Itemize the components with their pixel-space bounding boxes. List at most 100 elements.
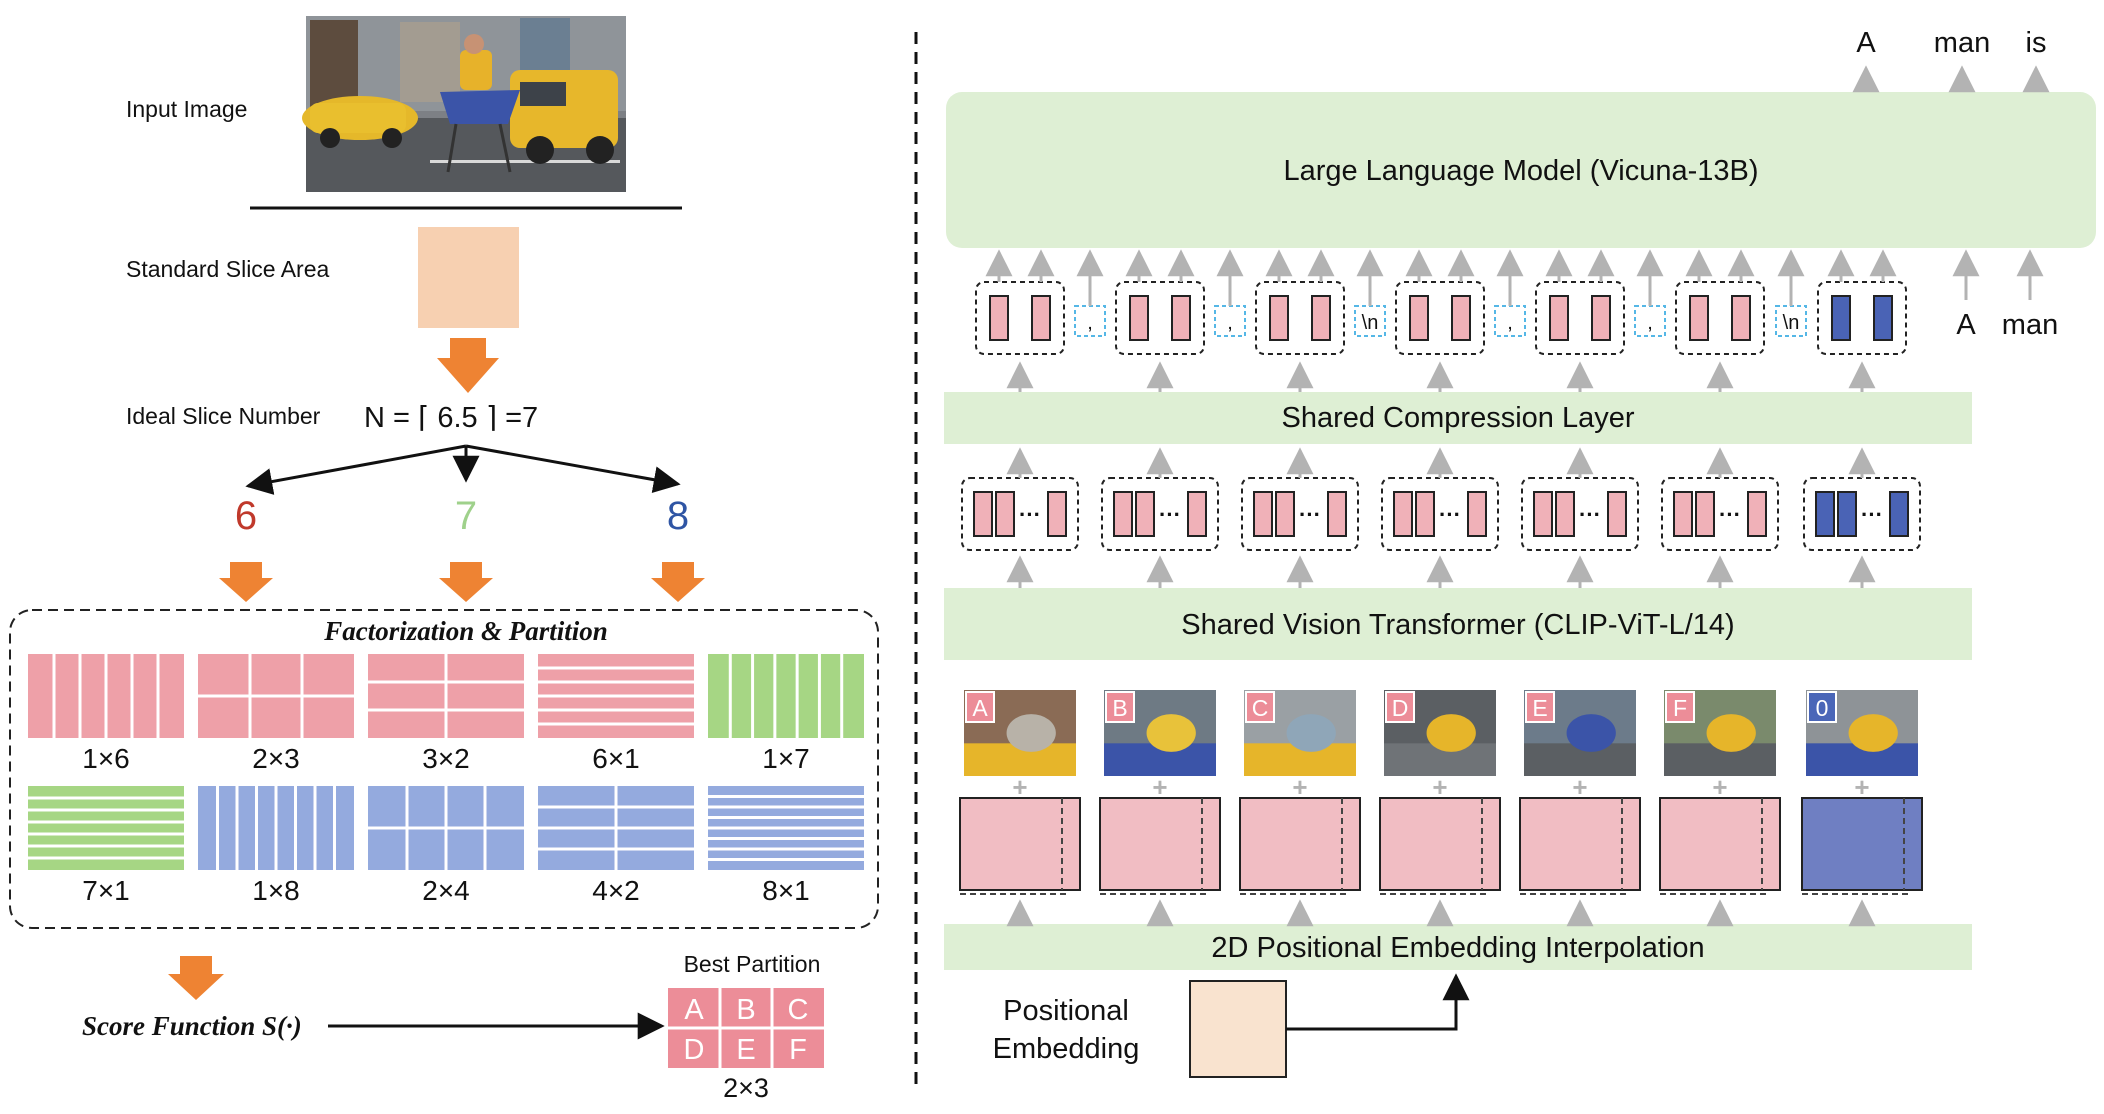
orange-arrow bbox=[439, 562, 493, 602]
vit-token bbox=[1467, 491, 1487, 537]
best-partition-letter: F bbox=[789, 1034, 807, 1066]
vit-token bbox=[1889, 491, 1909, 537]
partition-tile: 2×4 bbox=[368, 786, 524, 906]
orange-arrow bbox=[219, 562, 273, 602]
slice-tag-bg bbox=[1105, 691, 1135, 723]
candidate-number-8: 8 bbox=[667, 494, 689, 538]
partition-tile: 3×2 bbox=[368, 654, 524, 774]
partition-label: 2×4 bbox=[422, 875, 470, 906]
image-slice-region bbox=[1706, 714, 1756, 752]
vit-box bbox=[944, 588, 1972, 660]
vit-token bbox=[1135, 491, 1155, 537]
separator-box bbox=[1775, 305, 1807, 337]
vit-token bbox=[1607, 491, 1627, 537]
plus-sign: + bbox=[1152, 772, 1167, 802]
output-token: is bbox=[2026, 27, 2047, 59]
pos-embed-tile bbox=[959, 797, 1081, 891]
pos-embed-tile bbox=[1519, 797, 1641, 891]
slice-tag-bg bbox=[1807, 691, 1837, 723]
input-image-label: Input Image bbox=[126, 96, 247, 122]
input-image bbox=[302, 16, 626, 192]
visual-token bbox=[1129, 295, 1149, 341]
token-group bbox=[1395, 281, 1485, 355]
factorization-box bbox=[9, 609, 879, 929]
partition-tile-bg bbox=[708, 654, 864, 738]
partition-label: 1×8 bbox=[252, 875, 300, 906]
vit-token bbox=[1555, 491, 1575, 537]
separator-token: , bbox=[1647, 312, 1653, 334]
ideal-slice-formula: N = ⌈ 6.5 ⌉ =7 bbox=[364, 402, 538, 434]
standard-slice-label: Standard Slice Area bbox=[126, 256, 330, 282]
ideal-slice-label: Ideal Slice Number bbox=[126, 403, 321, 429]
visual-token bbox=[1311, 295, 1331, 341]
visual-token bbox=[1409, 295, 1429, 341]
vit-token bbox=[1415, 491, 1435, 537]
slice-tag: F bbox=[1673, 695, 1687, 721]
separator-token: , bbox=[1507, 312, 1513, 334]
partition-label: 4×2 bbox=[592, 875, 640, 906]
slice-tag: E bbox=[1532, 695, 1547, 721]
visual-token bbox=[1549, 295, 1569, 341]
plus-sign: + bbox=[1572, 772, 1587, 802]
best-partition-letter: C bbox=[788, 994, 809, 1026]
vit-token-ellipsis: ··· bbox=[1861, 502, 1883, 527]
partition-tile: 1×7 bbox=[708, 654, 864, 774]
slice-tag-bg bbox=[965, 691, 995, 723]
slice-tag-bg bbox=[1665, 691, 1695, 723]
vit-token bbox=[1253, 491, 1273, 537]
token-group bbox=[975, 281, 1065, 355]
right-panel: Large Language Model (Vicuna-13B) Shared… bbox=[944, 92, 2096, 1078]
best-partition-letter: B bbox=[736, 994, 755, 1026]
pos-embed-arrow bbox=[1286, 973, 1470, 1031]
vit-token bbox=[1047, 491, 1067, 537]
separator-box bbox=[1354, 305, 1386, 337]
orange-arrow bbox=[437, 338, 499, 393]
vit-token bbox=[1393, 491, 1413, 537]
image-slice-region bbox=[1566, 714, 1616, 752]
token-group bbox=[1675, 281, 1765, 355]
vit-token bbox=[1695, 491, 1715, 537]
factorization-title: Factorization & Partition bbox=[323, 616, 608, 646]
pos-interp-label: 2D Positional Embedding Interpolation bbox=[1211, 932, 1704, 964]
vit-token bbox=[1815, 491, 1835, 537]
partition-tile: 4×2 bbox=[538, 786, 694, 906]
plus-sign: + bbox=[1432, 772, 1447, 802]
visual-token bbox=[1269, 295, 1289, 341]
slice-tag-bg bbox=[1245, 691, 1275, 723]
best-partition-letter: E bbox=[736, 1034, 755, 1066]
orange-arrow bbox=[651, 562, 705, 602]
vit-token-ellipsis: ··· bbox=[1159, 502, 1181, 527]
input-token: man bbox=[2002, 309, 2058, 341]
partition-tile-bg bbox=[28, 786, 184, 870]
separator-token: , bbox=[1087, 312, 1093, 334]
vit-token bbox=[1275, 491, 1295, 537]
plus-sign: + bbox=[1292, 772, 1307, 802]
vit-token bbox=[1533, 491, 1553, 537]
standard-slice-square bbox=[418, 227, 519, 328]
image-slice-region bbox=[1426, 714, 1476, 752]
score-function-label: Score Function S(·) bbox=[82, 1011, 302, 1041]
partition-label: 7×1 bbox=[82, 875, 130, 906]
partition-label: 8×1 bbox=[762, 875, 810, 906]
best-partition-letter: A bbox=[684, 994, 704, 1026]
vit-label: Shared Vision Transformer (CLIP-ViT-L/14… bbox=[1181, 609, 1734, 641]
partition-tile: 1×6 bbox=[28, 654, 184, 774]
partition-tile: 8×1 bbox=[708, 786, 864, 906]
partition-label: 6×1 bbox=[592, 743, 640, 774]
vit-token bbox=[1327, 491, 1347, 537]
partition-label: 2×3 bbox=[252, 743, 300, 774]
slice-tag-bg bbox=[1385, 691, 1415, 723]
image-slice-region bbox=[1146, 714, 1196, 752]
visual-token bbox=[1689, 295, 1709, 341]
vit-token-ellipsis: ··· bbox=[1019, 502, 1041, 527]
vit-token-ellipsis: ··· bbox=[1719, 502, 1741, 527]
token-group bbox=[1115, 281, 1205, 355]
pos-embed-tile bbox=[1239, 797, 1361, 891]
slice-tag: 0 bbox=[1816, 695, 1829, 721]
best-partition-label: Best Partition bbox=[684, 951, 821, 977]
branch-arrow-right bbox=[465, 444, 681, 494]
